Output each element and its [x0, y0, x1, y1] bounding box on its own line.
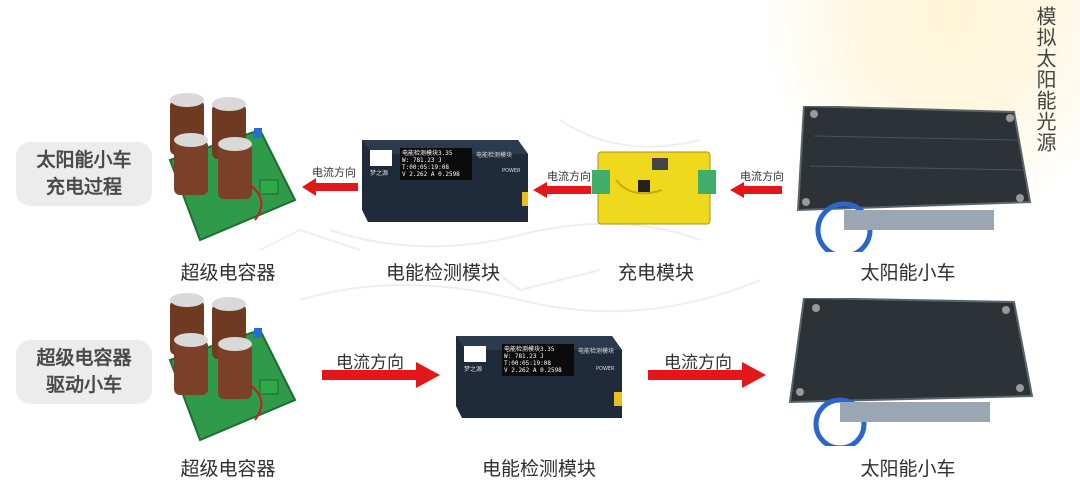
- meter-screen-line2: W: 781.23 J: [504, 353, 544, 360]
- meter-screen-line2: W: 781.23 J: [402, 157, 442, 164]
- meter-screen-line1: 电能检测模块3.35: [504, 346, 555, 353]
- simulated-light-label: 模拟太阳能光源: [1033, 6, 1057, 153]
- charge-module-image: [592, 151, 716, 225]
- caption-supercapacitor-r2: 超级电容器: [180, 458, 276, 480]
- meter-title: 电能检测模块: [578, 348, 615, 355]
- current-arrow-right-r2-b: [648, 362, 766, 388]
- flow-label-r1-c: 电流方向: [740, 170, 784, 183]
- caption-meter-r2: 电能检测模块: [481, 458, 596, 480]
- drive-process-line2: 驱动小车: [45, 374, 122, 396]
- meter-screen-line3: T:00:05:19:08: [504, 360, 551, 367]
- caption-solar-car-r1: 太阳能小车: [860, 262, 956, 284]
- caption-supercapacitor-r1: 超级电容器: [180, 262, 276, 284]
- meter-brand: 梦之源: [370, 170, 389, 177]
- drive-process-line1: 超级电容器: [36, 347, 132, 369]
- current-arrow-right-r2-a: [322, 362, 440, 388]
- energy-meter-image: 电能检测模块3.35 W: 781.23 J T:00:05:19:08 V 2…: [362, 140, 530, 222]
- current-arrow-left-r1-c: [730, 182, 782, 198]
- caption-solar-car-r2: 太阳能小车: [860, 458, 956, 480]
- charging-process-line1: 太阳能小车: [36, 149, 132, 171]
- meter-power-label: POWER: [596, 366, 615, 372]
- current-arrow-left-r1-b: [533, 182, 591, 198]
- drive-process-label: 超级电容器 驱动小车: [16, 340, 152, 404]
- supercapacitor-board-image: [168, 93, 297, 242]
- caption-meter-r1: 电能检测模块: [385, 262, 500, 284]
- meter-screen-line4: V 2.262 A 0.2598: [504, 367, 562, 374]
- caption-charge-module-r1: 充电模块: [617, 262, 694, 284]
- meter-screen-line3: T:00:05:19:08: [402, 164, 449, 171]
- meter-brand: 梦之源: [464, 366, 483, 373]
- flow-label-r1-b: 电流方向: [547, 170, 591, 183]
- supercapacitor-board-image: [168, 293, 297, 442]
- solar-car-image: [796, 106, 1032, 252]
- charging-process-label: 太阳能小车 充电过程: [16, 142, 152, 206]
- solar-car-image: [788, 298, 1034, 446]
- flow-label-r1-a: 电流方向: [312, 166, 356, 179]
- meter-screen-line4: V 2.262 A 0.2598: [402, 171, 460, 178]
- current-arrow-left-r1-a: [302, 178, 358, 196]
- energy-meter-image: 电能检测模块3.35 W: 781.23 J T:00:05:19:08 V 2…: [456, 336, 622, 418]
- charging-process-line2: 充电过程: [45, 176, 122, 198]
- meter-power-label: POWER: [502, 168, 521, 174]
- meter-screen-line1: 电能检测模块3.35: [402, 150, 453, 157]
- flow-label-r2-b: 电流方向: [664, 353, 732, 373]
- meter-title: 电能检测模块: [476, 152, 513, 159]
- flow-label-r2-a: 电流方向: [336, 353, 404, 373]
